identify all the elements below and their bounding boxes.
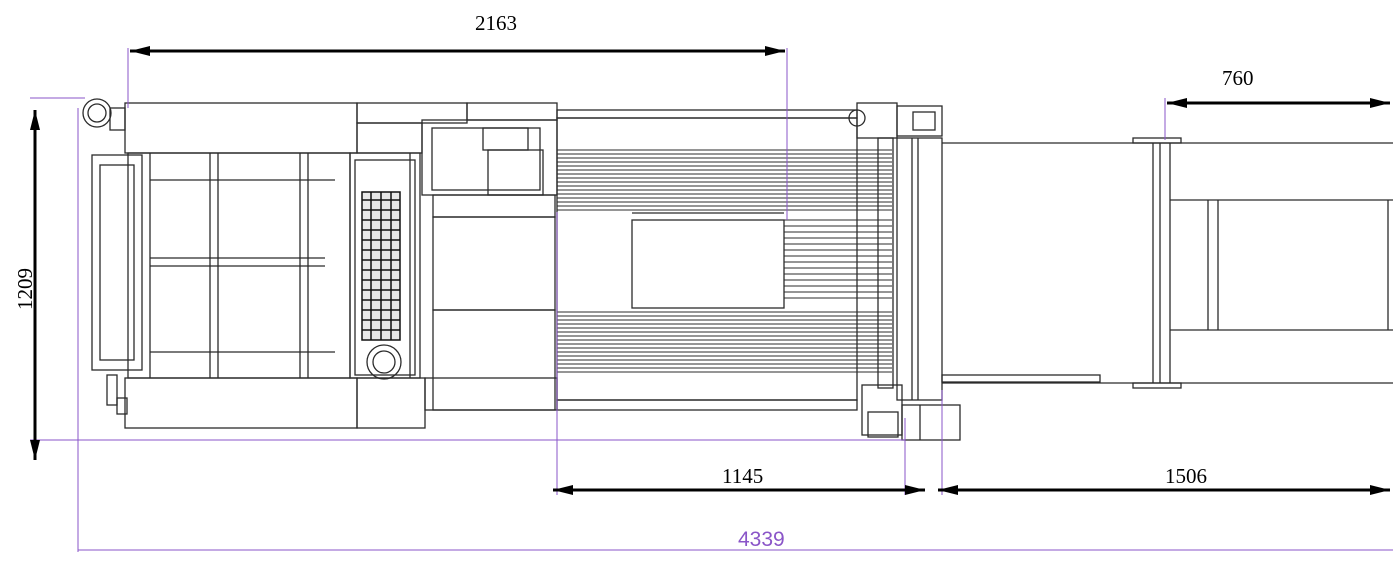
conveyor-slats [557, 149, 892, 373]
top-left-rail [124, 102, 358, 154]
machine-body [82, 98, 858, 429]
conveyor-section [556, 117, 858, 401]
outfeed-conveyor [941, 137, 1393, 389]
drive-frame [896, 137, 943, 401]
dim-bottom-right: 1506 [1165, 464, 1207, 488]
drive-section [848, 102, 961, 441]
dim-right-top: 760 [1222, 66, 1254, 90]
left-roller-top [82, 98, 112, 128]
center-panel [631, 219, 785, 309]
mesh-grid [361, 191, 401, 341]
left-end-plate [91, 154, 143, 371]
dim-bottom-middle: 1145 [722, 464, 763, 488]
dim-overall-length: 4339 [738, 528, 785, 551]
dimension-lines [30, 46, 1390, 495]
dim-height: 1209 [13, 268, 37, 310]
extension-lines [30, 48, 1393, 552]
bottom-left-rail [124, 377, 358, 429]
bottom-motor-roller [366, 344, 402, 380]
dim-top-length: 2163 [475, 11, 517, 35]
drive-motor [901, 404, 961, 441]
